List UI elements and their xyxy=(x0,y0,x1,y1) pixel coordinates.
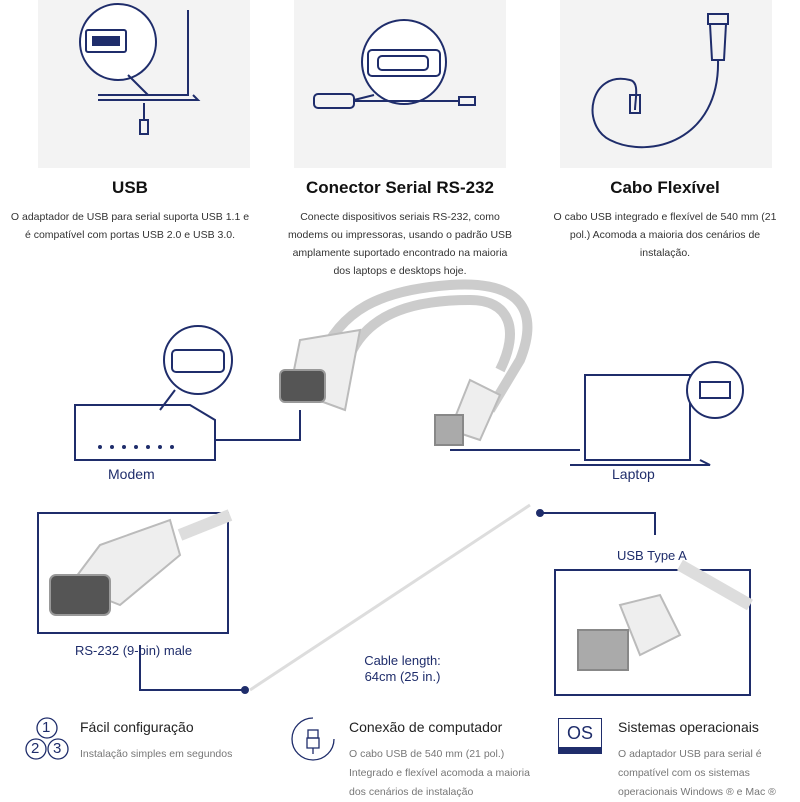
laptop-label: Laptop xyxy=(612,466,655,482)
flexible-cable-icon xyxy=(591,13,729,149)
modem-label: Modem xyxy=(108,466,155,482)
feature-title: Cabo Flexível xyxy=(610,178,720,197)
cable-length-label: Cable length: 64cm (25 in.) xyxy=(350,653,455,685)
bottom-text: O cabo USB de 540 mm (21 pol.) Integrado… xyxy=(349,748,530,798)
feature-usb: USB O adaptador de USB para serial supor… xyxy=(10,178,250,244)
cable-length-line1: Cable length: xyxy=(364,653,441,668)
connection-diagram xyxy=(74,279,744,466)
digit: 2 xyxy=(31,740,40,757)
bottom-feature-connection: Conexão de computador O cabo USB de 540 … xyxy=(349,719,549,802)
feature-text: O adaptador de USB para serial suporta U… xyxy=(10,211,250,241)
feature-cable: Cabo Flexível O cabo USB integrado e fle… xyxy=(550,178,780,262)
cable-length-line2: 64cm (25 in.) xyxy=(364,669,441,684)
feature-text: O cabo USB integrado e flexível de 540 m… xyxy=(553,211,777,259)
bottom-feature-setup: Fácil configuração Instalação simples em… xyxy=(80,719,280,764)
feature-title: USB xyxy=(112,178,148,197)
bottom-text: O adaptador USB para serial é compatível… xyxy=(618,748,776,798)
bottom-title: Sistemas operacionais xyxy=(618,719,759,735)
digit: 3 xyxy=(53,740,62,757)
cable-illustration-panel xyxy=(560,0,772,168)
bottom-title: Fácil configuração xyxy=(80,719,194,735)
specs-diagram xyxy=(37,503,753,696)
bottom-title: Conexão de computador xyxy=(349,719,503,735)
rs232-label: RS-232 (9-pin) male xyxy=(75,643,193,658)
feature-serial: Conector Serial RS-232 Conecte dispositi… xyxy=(285,178,515,280)
numbers-123-icon xyxy=(25,717,69,760)
usb-type-label: USB Type A xyxy=(617,548,687,563)
bottom-text: Instalação simples em segundos xyxy=(80,748,233,760)
usb-plug-icon xyxy=(291,717,335,761)
feature-title: Conector Serial RS-232 xyxy=(305,178,494,197)
digit: 1 xyxy=(42,719,51,736)
laptop-usb-icon xyxy=(79,3,201,135)
os-label: OS xyxy=(566,723,593,743)
feature-text: Conecte dispositivos seriais RS-232, com… xyxy=(287,211,513,277)
serial-connector-icon xyxy=(313,19,476,109)
bottom-feature-os: Sistemas operacionais O adaptador USB pa… xyxy=(618,719,798,802)
os-monitor-icon: OS xyxy=(558,718,602,754)
